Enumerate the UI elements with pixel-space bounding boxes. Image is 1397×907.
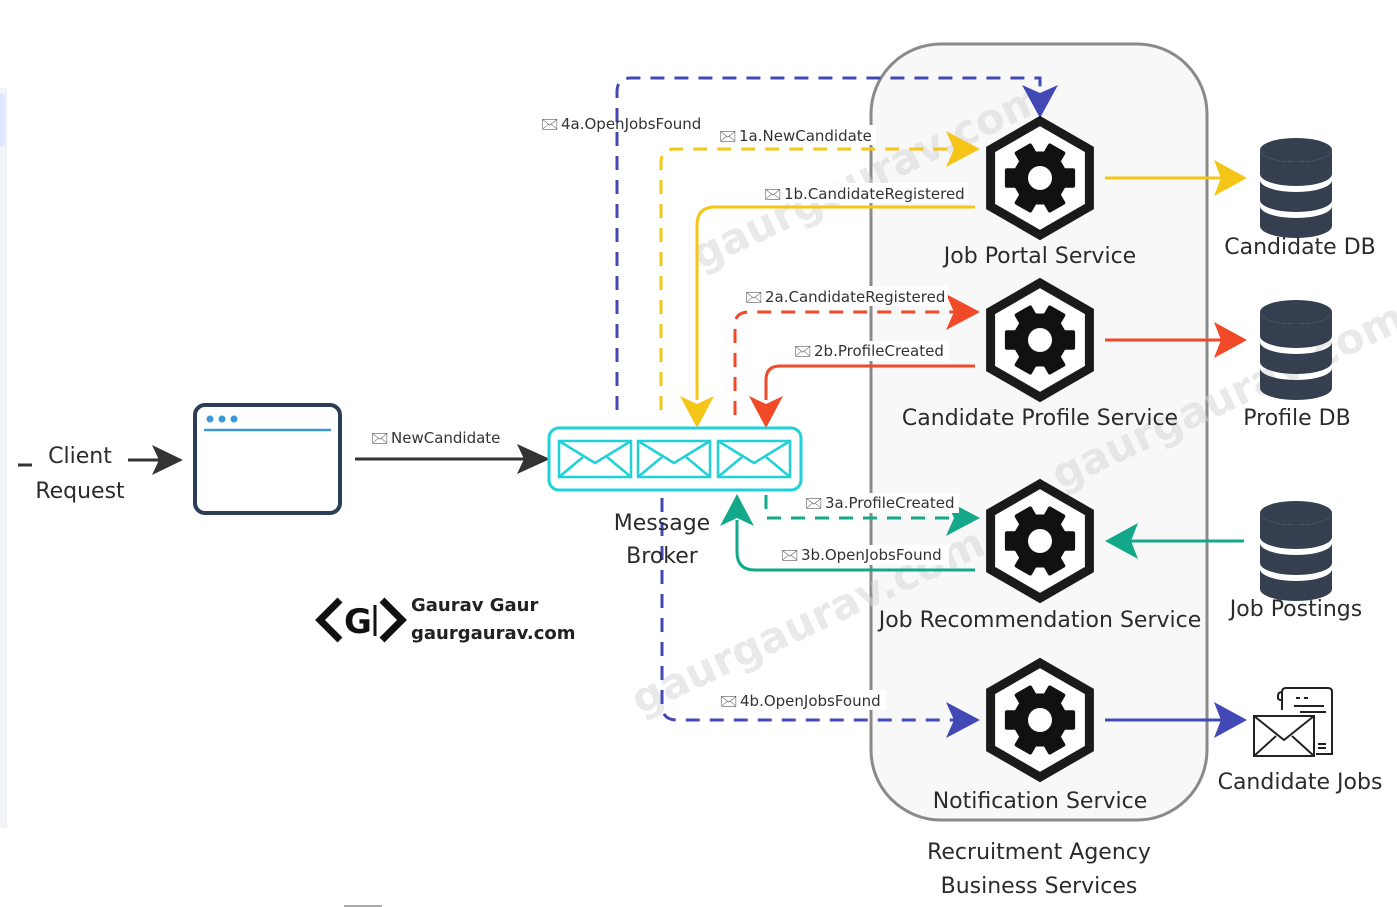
client-arrow: [128, 445, 183, 475]
newcandidate-message: 🖂 NewCandidate: [371, 429, 500, 447]
envelope-icon: 🖂: [719, 127, 737, 145]
profile-to-profiledb-arrow: [1105, 322, 1247, 358]
message-label: NewCandidate: [391, 429, 500, 447]
message-label: 3b.OpenJobsFound: [801, 546, 942, 564]
flow-4a-arrowhead: [1022, 85, 1058, 118]
data-stores: [1260, 138, 1332, 601]
left-panel-tab[interactable]: [0, 94, 5, 146]
service-label-notification: Notification Service: [933, 789, 1148, 814]
flow-3a-line: [764, 495, 955, 520]
flow-1b-line: [695, 205, 975, 400]
flow-1a-line: [659, 147, 955, 410]
message-4b: 🖂 4b.OpenJobsFound: [718, 690, 886, 710]
service-job-recommendation[interactable]: [986, 478, 1094, 604]
author-site: gaurgaurav.com: [411, 623, 576, 644]
message-1b: 🖂 1b.CandidateRegistered: [762, 183, 968, 203]
message-broker[interactable]: [547, 426, 803, 492]
boundary-label-line1: Recruitment Agency: [927, 840, 1151, 865]
jobportal-to-candidatedb-arrow: [1105, 160, 1247, 196]
envelope-icon: 🖂: [764, 185, 782, 203]
flow-4b-arrowhead: [946, 702, 980, 738]
flow-2b-arrowhead: [749, 396, 783, 428]
message-label: 1a.NewCandidate: [739, 127, 872, 145]
service-job-portal[interactable]: [986, 115, 1094, 241]
database-icon: [1260, 138, 1332, 238]
envelope-icon: 🖂: [720, 692, 738, 710]
store-job-postings[interactable]: [1260, 501, 1332, 601]
author-logo-letter: G: [344, 602, 372, 642]
flow-1b-arrowhead: [680, 396, 714, 428]
gear-hole: [1028, 708, 1052, 732]
newcandidate-arrow: [355, 444, 550, 474]
service-label-job-portal: Job Portal Service: [942, 244, 1136, 269]
gear-hole: [1028, 529, 1052, 553]
service-candidate-profile[interactable]: [986, 277, 1094, 403]
store-label-profile-db: Profile DB: [1243, 406, 1350, 431]
broker-label-line2: Broker: [626, 544, 699, 569]
flow-4a-line: [615, 76, 1042, 410]
service-label-candidate-profile: Candidate Profile Service: [902, 406, 1178, 431]
envelope-icon: 🖂: [781, 546, 799, 564]
author-logo: G: [315, 597, 407, 643]
message-3a: 🖂 3a.ProfileCreated: [803, 493, 959, 513]
envelope-icon: 🖂: [371, 429, 389, 447]
store-candidate-db[interactable]: [1260, 138, 1332, 238]
service-notification[interactable]: [986, 657, 1094, 783]
message-1a: 🖂 1a.NewCandidate: [716, 125, 876, 145]
store-label-job-postings: Job Postings: [1228, 597, 1362, 622]
message-label: 1b.CandidateRegistered: [784, 185, 965, 203]
message-3b: 🖂 3b.OpenJobsFound: [779, 545, 949, 565]
message-label: 4a.OpenJobsFound: [561, 115, 701, 133]
message-queue-icon: [547, 426, 803, 492]
notification-to-candidatejobs-arrow: [1105, 702, 1247, 738]
store-profile-db[interactable]: [1260, 300, 1332, 400]
flow-3b-line: [735, 520, 975, 572]
message-4a: 🖂 4a.OpenJobsFound: [541, 115, 701, 133]
boundary-label-line2: Business Services: [941, 874, 1138, 899]
mail-document-icon[interactable]: [1253, 687, 1333, 757]
gear-hole: [1028, 166, 1052, 190]
envelope-icon: 🖂: [541, 115, 559, 133]
service-boundary: [869, 42, 1209, 822]
flow-4b-line: [660, 498, 955, 722]
flow-2b-line: [764, 364, 975, 400]
flow-1a-arrowhead: [946, 131, 980, 167]
client-label-line2: Request: [35, 479, 125, 504]
service-label-job-recommendation: Job Recommendation Service: [877, 608, 1202, 633]
broker-label-line1: Message: [614, 511, 710, 536]
queued-message-icon: [636, 439, 712, 479]
message-label: 4b.OpenJobsFound: [740, 692, 881, 710]
author-name: Gaurav Gaur: [411, 595, 538, 616]
left-side-panel: [0, 88, 7, 828]
envelope-icon: 🖂: [745, 288, 763, 306]
message-2a: 🖂 2a.CandidateRegistered: [744, 286, 948, 306]
services: [986, 115, 1094, 783]
gear-hole: [1028, 328, 1052, 352]
queued-message-icon: [716, 439, 792, 479]
message-label: 2b.ProfileCreated: [814, 342, 944, 360]
jobpostings-to-recommendation-arrow: [1105, 523, 1244, 559]
queued-message-icon: [557, 439, 633, 479]
envelope-icon: 🖂: [805, 494, 823, 512]
envelope-icon: 🖂: [794, 342, 812, 360]
database-icon: [1260, 501, 1332, 601]
database-icon: [1260, 300, 1332, 400]
store-label-candidate-db: Candidate DB: [1224, 235, 1376, 260]
browser-window-icon[interactable]: [193, 403, 342, 515]
store-label-candidate-jobs: Candidate Jobs: [1218, 770, 1383, 795]
message-label: 2a.CandidateRegistered: [765, 288, 945, 306]
flow-2a-line: [733, 310, 955, 415]
flow-2a-arrowhead: [946, 294, 980, 330]
flow-3b-arrowhead: [720, 494, 754, 526]
message-label: 3a.ProfileCreated: [825, 494, 955, 512]
message-2b: 🖂 2b.ProfileCreated: [793, 341, 949, 361]
client-label-line1: Client: [48, 444, 112, 469]
